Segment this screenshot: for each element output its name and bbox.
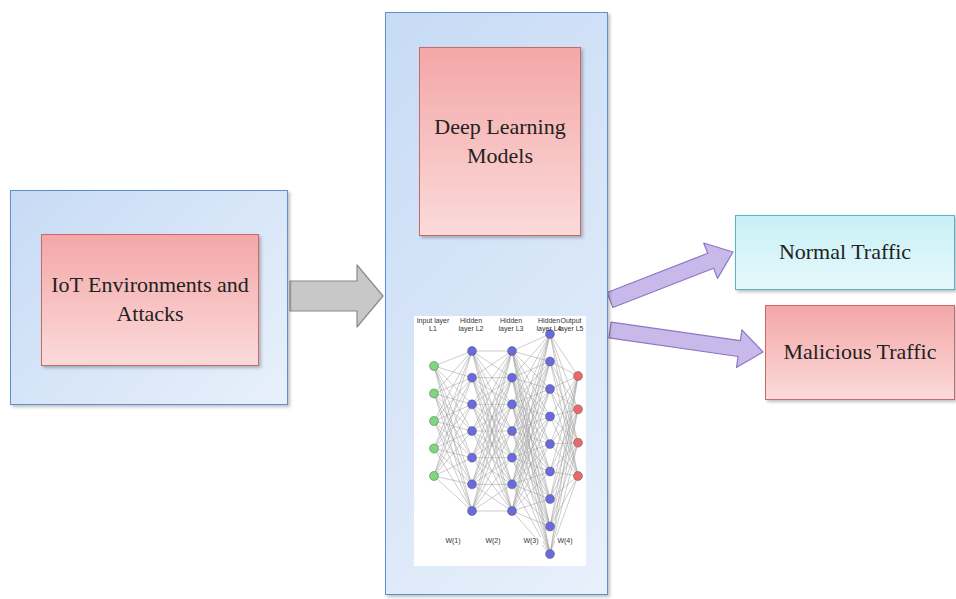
input-box: IoT Environments and Attacks bbox=[41, 234, 259, 366]
box-label: Deep Learning Models bbox=[428, 113, 572, 170]
weight-label: W(3) bbox=[519, 537, 543, 545]
box-label: Malicious Traffic bbox=[784, 338, 937, 367]
block-arrow bbox=[609, 322, 763, 367]
layer-label: Hidden layer L3 bbox=[493, 317, 529, 332]
layer-label: Hidden layer L2 bbox=[453, 317, 489, 332]
weight-label: W(4) bbox=[555, 537, 575, 545]
model-box: Deep Learning Models bbox=[419, 47, 581, 236]
layer-label: Output layer L5 bbox=[557, 317, 585, 332]
container-box: Deep Learning Models bbox=[385, 12, 608, 595]
output-box: Normal Traffic bbox=[735, 215, 955, 290]
output-box: Malicious Traffic bbox=[765, 305, 955, 400]
weight-label: W(1) bbox=[441, 537, 465, 545]
layer-label: Input layer L1 bbox=[415, 317, 451, 332]
neural-network-illustration bbox=[414, 316, 586, 566]
box-label: IoT Environments and Attacks bbox=[50, 271, 250, 328]
weight-label: W(2) bbox=[481, 537, 505, 545]
block-arrow bbox=[290, 265, 383, 327]
block-arrow bbox=[607, 243, 733, 308]
container-box: IoT Environments and Attacks bbox=[10, 190, 288, 405]
box-label: Normal Traffic bbox=[779, 238, 911, 267]
